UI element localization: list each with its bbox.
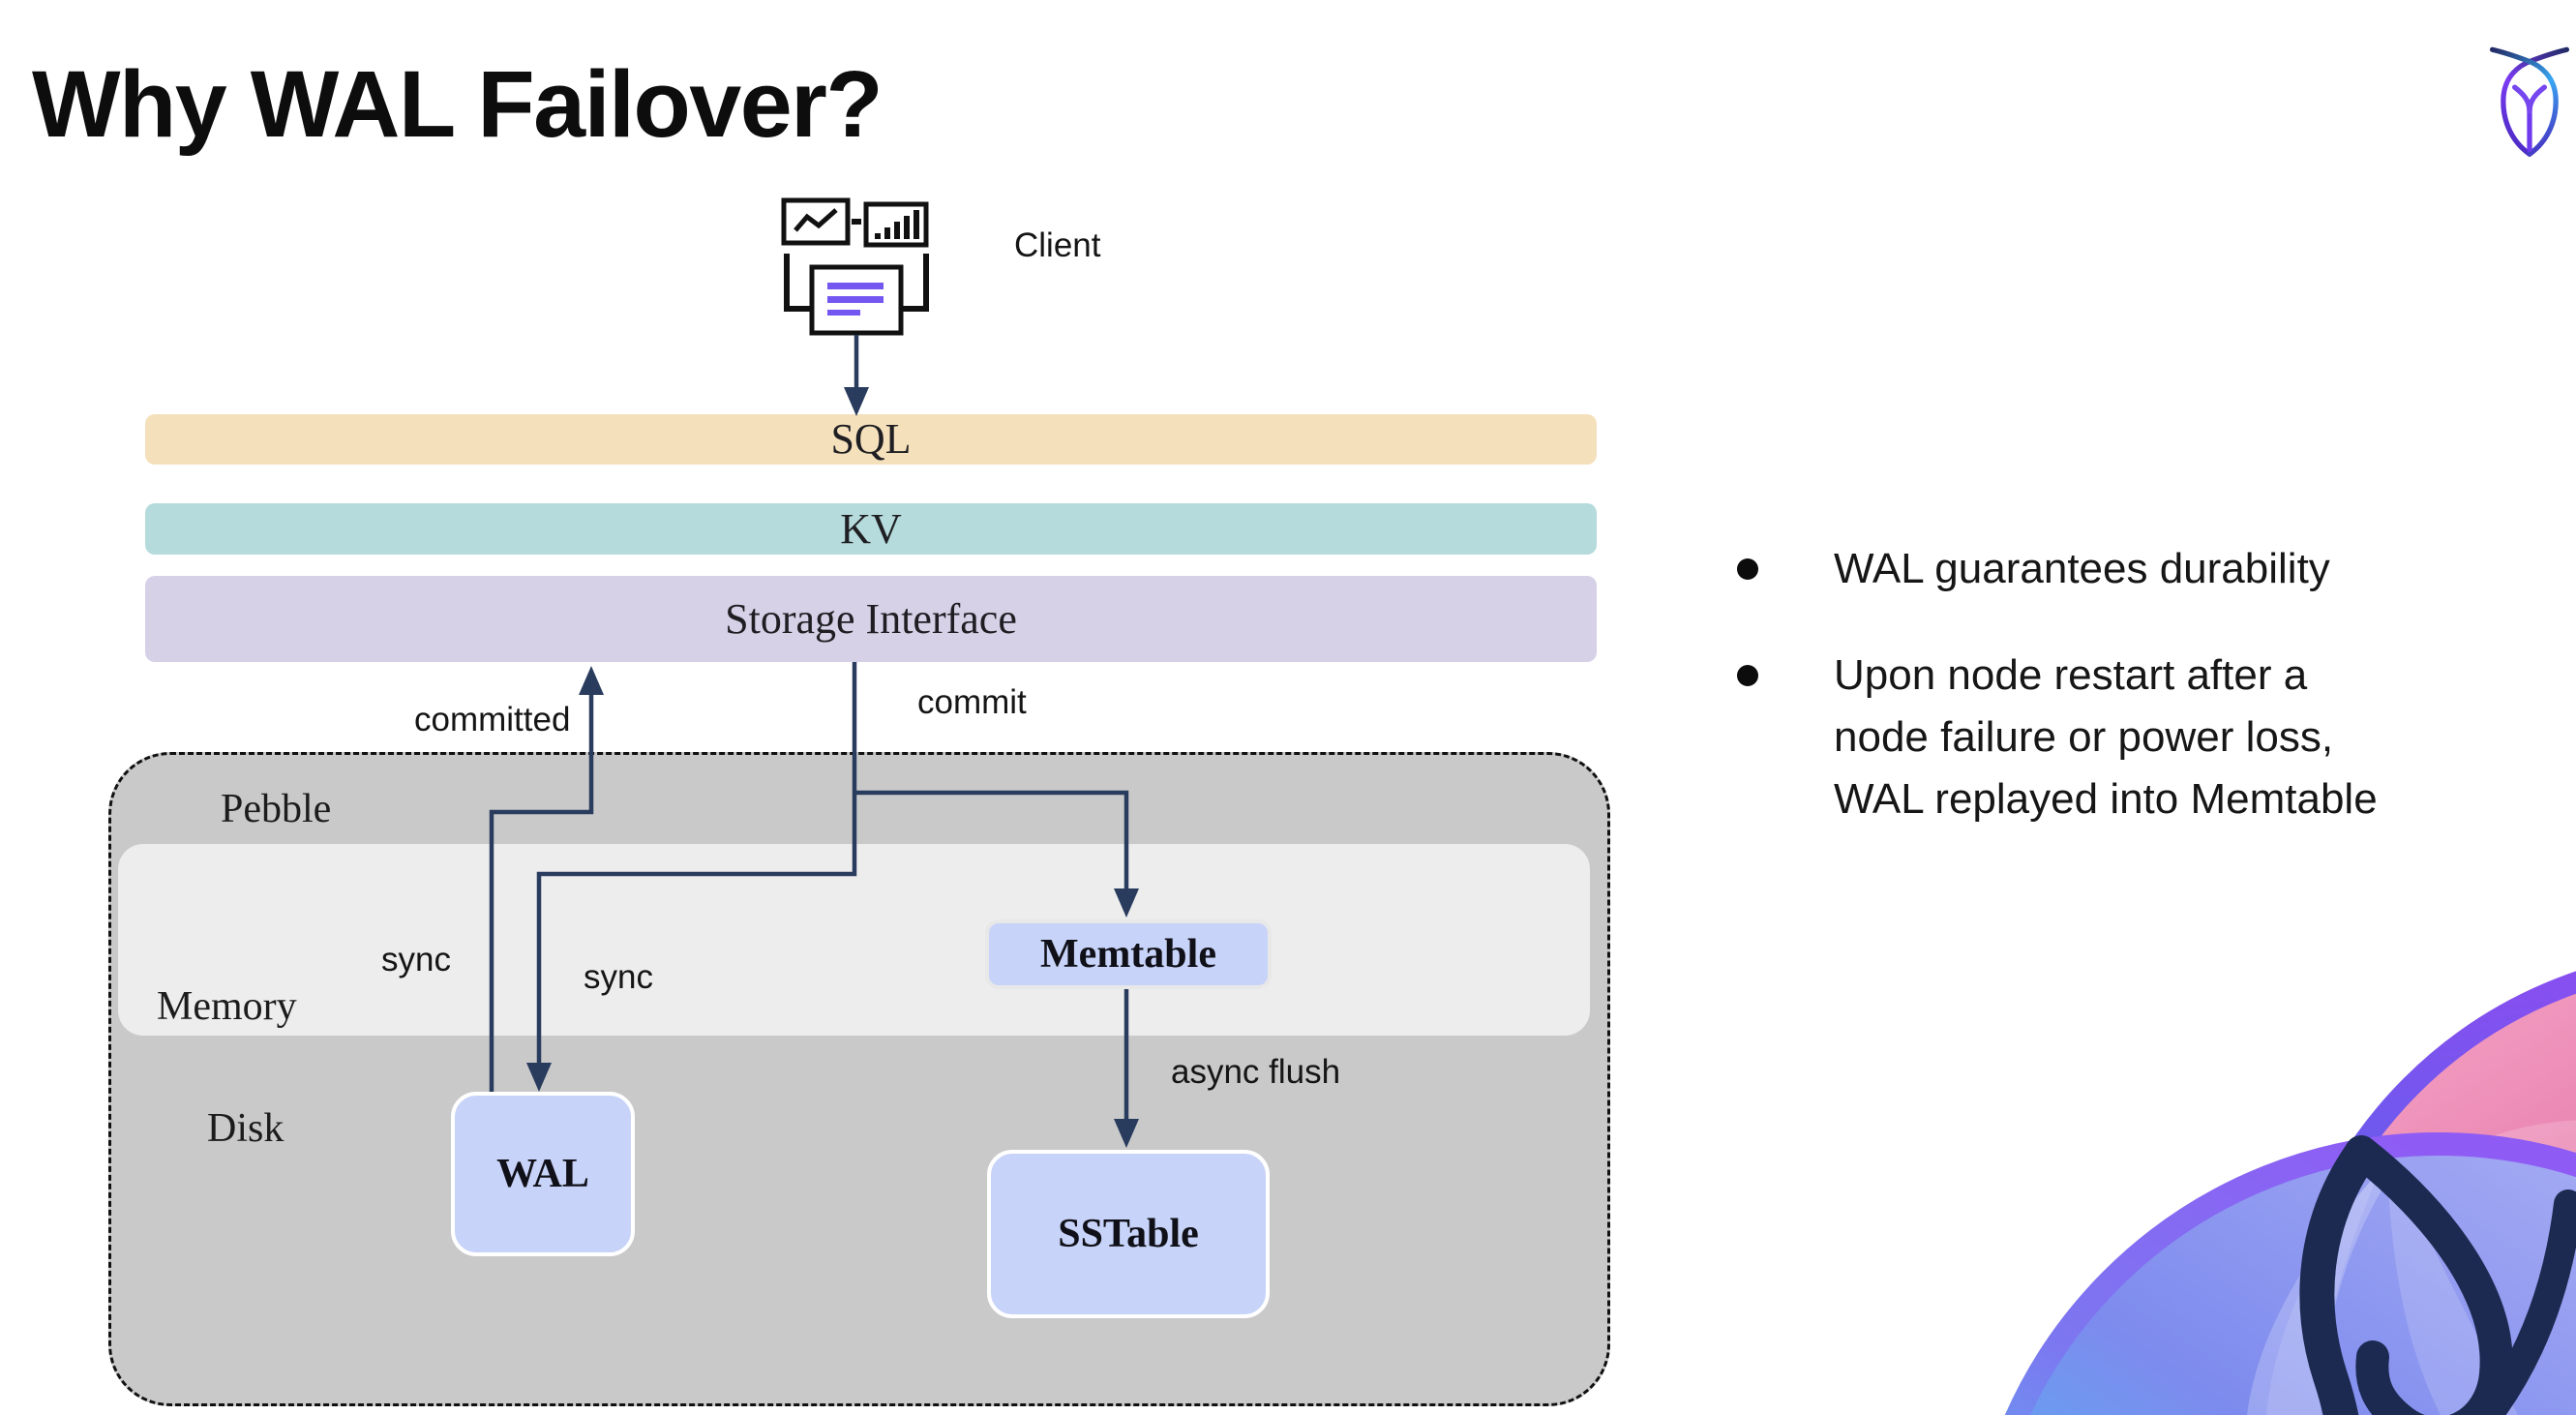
edge-label-commit: commit <box>917 683 1027 721</box>
cockroachdb-logo-icon <box>2489 46 2570 157</box>
edge-label-committed: committed <box>414 701 571 738</box>
brand-spheres-decoration <box>2004 971 2576 1415</box>
bullet-line: WAL replayed into Memtable <box>1834 775 2378 823</box>
pebble-label: Pebble <box>221 787 332 831</box>
page-title: Why WAL Failover? <box>32 51 884 157</box>
edge-label-sync-right: sync <box>584 958 653 996</box>
bullet-line: node failure or power loss, <box>1834 713 2334 761</box>
disk-label: Disk <box>207 1106 285 1151</box>
edge-label-sync-left: sync <box>381 941 451 978</box>
bullet-list: WAL guarantees durability Upon node rest… <box>1728 538 2576 875</box>
list-item: WAL guarantees durability <box>1728 538 2576 600</box>
memory-band <box>118 844 1590 1036</box>
layer-kv: KV <box>145 503 1597 555</box>
memtable-node: Memtable <box>985 919 1272 989</box>
memtable-node-label: Memtable <box>1040 932 1216 977</box>
wal-node-label: WAL <box>496 1152 589 1196</box>
bullet-line: WAL guarantees durability <box>1834 545 2330 592</box>
client-terminal-icon <box>781 197 929 336</box>
bullet-dot-icon <box>1737 665 1758 686</box>
bullet-line: Upon node restart after a <box>1834 651 2308 699</box>
client-label: Client <box>1014 226 1101 264</box>
sstable-node: SSTable <box>987 1150 1270 1318</box>
edge-label-async-flush: async flush <box>1171 1053 1341 1091</box>
memory-label: Memory <box>157 984 297 1029</box>
wal-node: WAL <box>451 1092 635 1256</box>
bullet-dot-icon <box>1737 558 1758 580</box>
layer-sql: SQL <box>145 414 1597 465</box>
list-item: Upon node restart after a node failure o… <box>1728 645 2576 830</box>
layer-storage-interface: Storage Interface <box>145 576 1597 662</box>
sstable-node-label: SSTable <box>1058 1212 1199 1256</box>
